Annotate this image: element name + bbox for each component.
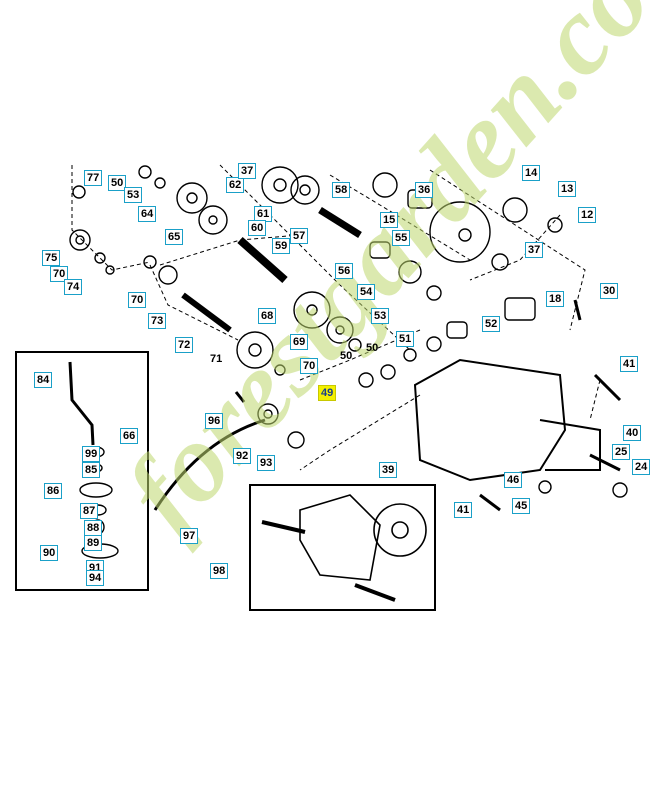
part-callout-14[interactable]: 14 bbox=[522, 165, 541, 181]
part-callout-69[interactable]: 69 bbox=[290, 334, 309, 350]
part-callout-25[interactable]: 25 bbox=[612, 444, 631, 460]
part-callout-75[interactable]: 75 bbox=[42, 250, 61, 266]
part-callout-90[interactable]: 90 bbox=[40, 545, 59, 561]
part-callout-57[interactable]: 57 bbox=[290, 228, 309, 244]
part-callout-89[interactable]: 89 bbox=[84, 535, 103, 551]
part-callout-54[interactable]: 54 bbox=[357, 284, 376, 300]
part-callout-70[interactable]: 70 bbox=[128, 292, 147, 308]
part-callout-65[interactable]: 65 bbox=[165, 229, 184, 245]
part-callout-84[interactable]: 84 bbox=[34, 372, 53, 388]
part-callout-50: 50 bbox=[366, 342, 379, 354]
part-callout-56[interactable]: 56 bbox=[335, 263, 354, 279]
part-callout-93[interactable]: 93 bbox=[257, 455, 276, 471]
part-callout-41[interactable]: 41 bbox=[620, 356, 639, 372]
part-callout-98[interactable]: 98 bbox=[210, 563, 229, 579]
part-callout-53[interactable]: 53 bbox=[371, 308, 390, 324]
part-callout-50: 50 bbox=[340, 350, 353, 362]
part-callout-92[interactable]: 92 bbox=[233, 448, 252, 464]
part-callout-96[interactable]: 96 bbox=[205, 413, 224, 429]
part-callout-41[interactable]: 41 bbox=[454, 502, 473, 518]
part-callout-12[interactable]: 12 bbox=[578, 207, 597, 223]
part-callout-86[interactable]: 86 bbox=[44, 483, 63, 499]
part-callout-66[interactable]: 66 bbox=[120, 428, 139, 444]
part-callout-49[interactable]: 49 bbox=[318, 385, 337, 401]
part-callout-40[interactable]: 40 bbox=[623, 425, 642, 441]
part-callout-59[interactable]: 59 bbox=[272, 238, 291, 254]
part-callout-87[interactable]: 87 bbox=[80, 503, 99, 519]
part-callout-97[interactable]: 97 bbox=[180, 528, 199, 544]
part-callout-94[interactable]: 94 bbox=[86, 570, 105, 586]
part-callout-88[interactable]: 88 bbox=[84, 520, 103, 536]
part-callout-39[interactable]: 39 bbox=[379, 462, 398, 478]
part-callout-74[interactable]: 74 bbox=[64, 279, 83, 295]
part-callout-18[interactable]: 18 bbox=[546, 291, 565, 307]
part-callout-60[interactable]: 60 bbox=[248, 220, 267, 236]
part-callout-77[interactable]: 77 bbox=[84, 170, 103, 186]
part-callout-36[interactable]: 36 bbox=[415, 182, 434, 198]
part-callout-58[interactable]: 58 bbox=[332, 182, 351, 198]
part-callout-55[interactable]: 55 bbox=[392, 230, 411, 246]
part-callout-45[interactable]: 45 bbox=[512, 498, 531, 514]
part-callout-73[interactable]: 73 bbox=[148, 313, 167, 329]
part-callout-70[interactable]: 70 bbox=[300, 358, 319, 374]
part-callout-51[interactable]: 51 bbox=[396, 331, 415, 347]
part-callout-24[interactable]: 24 bbox=[632, 459, 651, 475]
part-callout-72[interactable]: 72 bbox=[175, 337, 194, 353]
part-callout-64[interactable]: 64 bbox=[138, 206, 157, 222]
part-callout-53[interactable]: 53 bbox=[124, 187, 143, 203]
part-callout-37[interactable]: 37 bbox=[525, 242, 544, 258]
part-callout-99[interactable]: 99 bbox=[82, 446, 101, 462]
part-callout-50[interactable]: 50 bbox=[108, 175, 127, 191]
part-callout-46[interactable]: 46 bbox=[504, 472, 523, 488]
part-callout-85[interactable]: 85 bbox=[82, 462, 101, 478]
part-callout-62[interactable]: 62 bbox=[226, 177, 245, 193]
part-callout-70[interactable]: 70 bbox=[50, 266, 69, 282]
part-callout-13[interactable]: 13 bbox=[558, 181, 577, 197]
part-callout-15[interactable]: 15 bbox=[380, 212, 399, 228]
part-callout-68[interactable]: 68 bbox=[258, 308, 277, 324]
part-callout-71: 71 bbox=[210, 353, 223, 365]
part-callout-37[interactable]: 37 bbox=[238, 163, 257, 179]
part-callout-52[interactable]: 52 bbox=[482, 316, 501, 332]
part-callout-30[interactable]: 30 bbox=[600, 283, 619, 299]
